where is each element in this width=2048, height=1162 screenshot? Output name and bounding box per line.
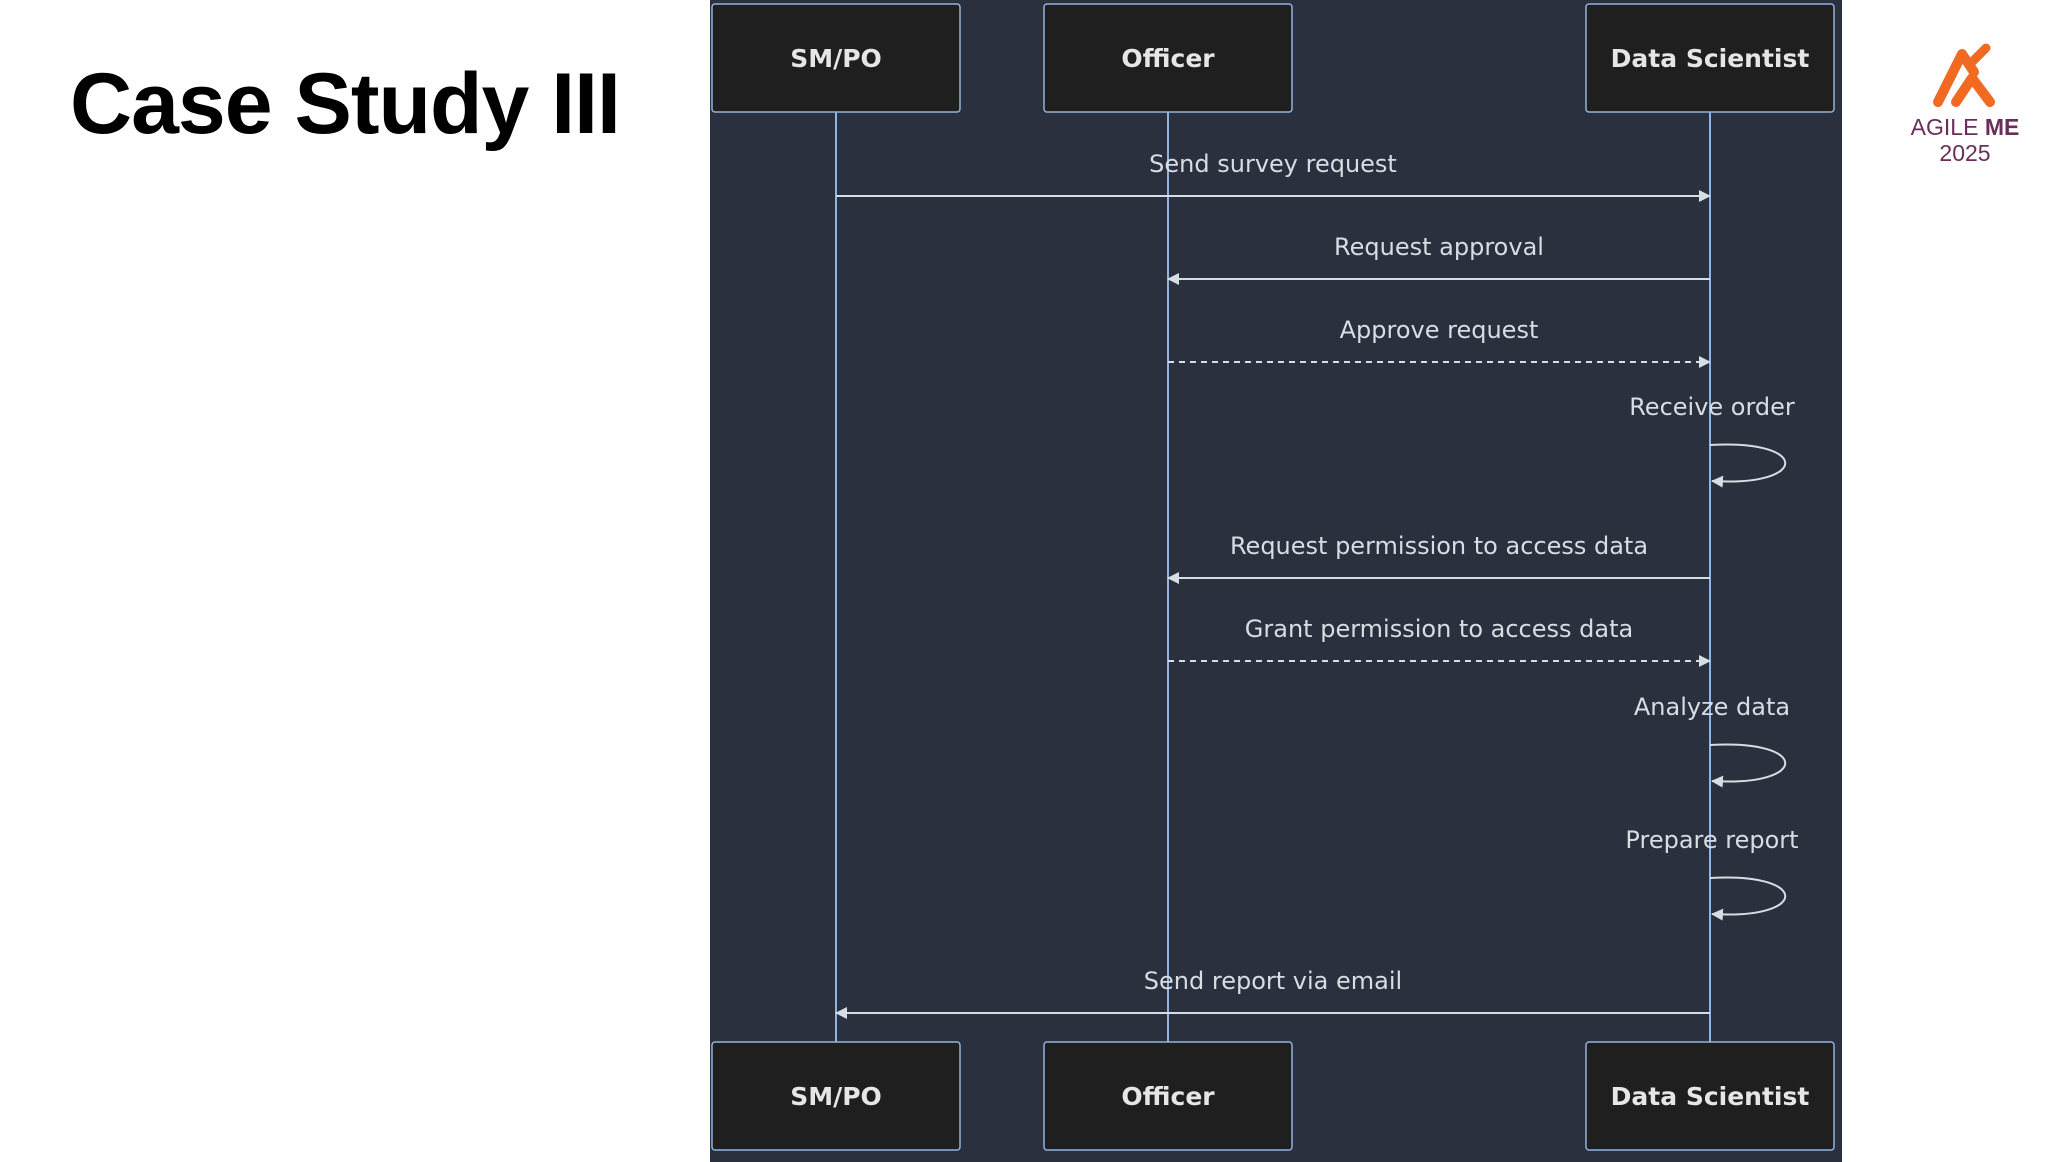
message-loop-receive-order <box>1709 443 1787 488</box>
message-loop-analyze-data <box>1709 743 1787 788</box>
diagram-background <box>710 0 1842 1162</box>
agile-me-logo: AGILE ME 2025 <box>1890 34 2040 174</box>
logo-year: 2025 <box>1939 140 1991 166</box>
message-label-approve-request: Approve request <box>1340 316 1539 344</box>
actor-box-top-data-scientist <box>1585 3 1835 113</box>
actor-label-bottom-sm-po: SM/PO <box>790 1082 882 1111</box>
message-label-send-survey-request: Send survey request <box>1149 150 1397 178</box>
logo-brand: AGILE ME <box>1890 114 2040 140</box>
message-label-analyze-data: Analyze data <box>1634 693 1790 721</box>
actor-box-bottom-sm-po <box>711 1041 961 1151</box>
actor-box-bottom-officer <box>1043 1041 1293 1151</box>
agile-me-logo-mark-icon <box>1933 43 1995 107</box>
message-label-prepare-report: Prepare report <box>1625 826 1798 854</box>
message-label-request-permission-to-access-data: Request permission to access data <box>1230 532 1648 560</box>
actor-label-bottom-officer: Officer <box>1121 1082 1215 1111</box>
message-label-receive-order: Receive order <box>1629 393 1795 421</box>
actor-label-top-sm-po: SM/PO <box>790 44 882 73</box>
logo-brand-light: AGILE <box>1910 114 1979 140</box>
message-loop-prepare-report <box>1709 876 1787 921</box>
actor-box-top-sm-po <box>711 3 961 113</box>
actor-label-top-officer: Officer <box>1121 44 1215 73</box>
actor-box-bottom-data-scientist <box>1585 1041 1835 1151</box>
actor-label-bottom-data-scientist: Data Scientist <box>1611 1082 1810 1111</box>
message-label-grant-permission-to-access-data: Grant permission to access data <box>1245 615 1633 643</box>
slide-title: Case Study III <box>70 56 621 152</box>
message-label-request-approval: Request approval <box>1334 233 1544 261</box>
actor-box-top-officer <box>1043 3 1293 113</box>
message-label-send-report-via-email: Send report via email <box>1144 967 1402 995</box>
logo-brand-bold: ME <box>1984 114 2020 140</box>
actor-label-top-data-scientist: Data Scientist <box>1611 44 1810 73</box>
